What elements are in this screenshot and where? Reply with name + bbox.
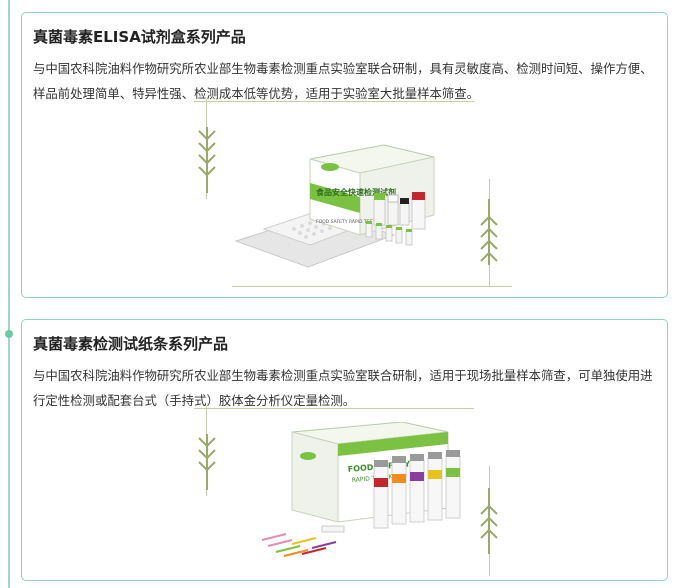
timeline-dot — [5, 330, 13, 338]
image-frame: FOOD SAFETY RAPID TEST KIT — [192, 406, 522, 576]
timeline-line — [8, 0, 10, 588]
elisa-kit-product-image: 食品安全快速检测试剂 FOOD SAFETY RAPID TEST KIT — [234, 144, 435, 268]
leaf-sprig-icon — [198, 127, 216, 193]
leaf-sprig-icon — [198, 434, 216, 490]
leaf-sprig-icon — [480, 199, 498, 265]
image-frame: 食品安全快速检测试剂 FOOD SAFETY RAPID TEST KIT — [192, 99, 522, 289]
card-description: 与中国农科院油料作物研究所农业部生物毒素检测重点实验室联合研制，具有灵敏度高、检… — [33, 61, 653, 101]
kit-box-sublabel: FOOD SAFETY RAPID TEST KIT — [316, 219, 384, 225]
product-card-elisa: 真菌毒素ELISA试剂盒系列产品 与中国农科院油料作物研究所农业部生物毒素检测重… — [21, 12, 668, 298]
product-card-test-strip: 真菌毒素检测试纸条系列产品 与中国农科院油料作物研究所农业部生物毒素检测重点实验… — [21, 319, 668, 581]
card-description: 与中国农科院油料作物研究所农业部生物毒素检测重点实验室联合研制，适用于现场批量样… — [33, 368, 653, 408]
kit-box-label: 食品安全快速检测试剂 — [316, 187, 396, 197]
card-title: 真菌毒素检测试纸条系列产品 — [33, 335, 229, 353]
test-strip-kit-product-image: FOOD SAFETY RAPID TEST KIT — [261, 422, 461, 557]
card-title: 真菌毒素ELISA试剂盒系列产品 — [33, 28, 246, 46]
leaf-sprig-icon — [480, 488, 498, 554]
